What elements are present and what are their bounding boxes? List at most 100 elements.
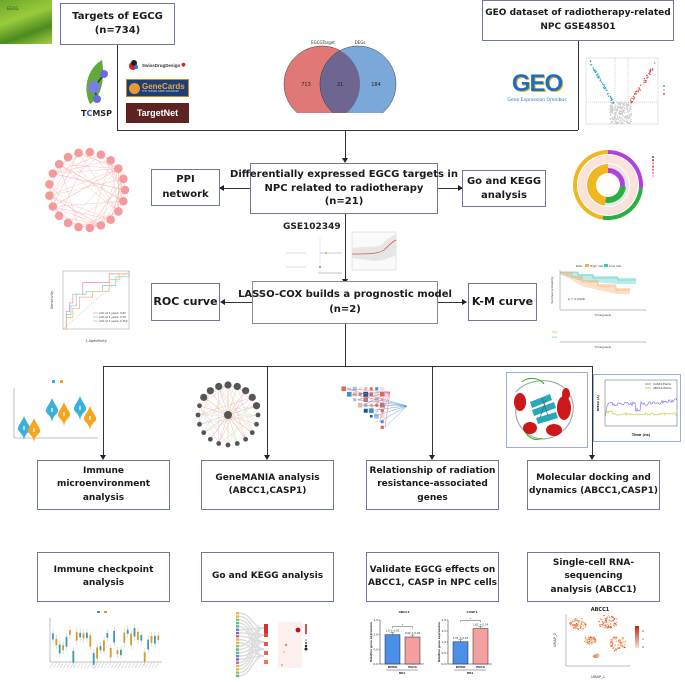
ppi-edge (52, 173, 126, 191)
bar-value-label: 1.0 ± 0.01 (386, 629, 400, 633)
genemania-edge (227, 386, 238, 416)
volcano-point (618, 116, 621, 119)
sankey-target-node (264, 624, 268, 634)
arrow-to-deg (342, 158, 348, 163)
volcano-point (610, 109, 612, 111)
umap-cell (609, 643, 611, 645)
bar-category-label: EGCG (408, 665, 417, 669)
corr-cell (380, 386, 385, 391)
genemania-node (215, 382, 223, 391)
roc-curve-line (63, 271, 130, 330)
volcano-point (616, 119, 618, 121)
corr-cell (380, 420, 384, 424)
umap-cell (595, 653, 597, 656)
sankey-flow (238, 627, 265, 664)
corr-cell (358, 398, 362, 402)
sankey-flow (238, 641, 265, 671)
boxplot-tick-label (53, 662, 57, 669)
volcano-point (619, 104, 621, 107)
sankey-source-node (236, 641, 239, 645)
umap-cell (622, 642, 624, 644)
ppi-edge (49, 168, 119, 196)
umap-cell (612, 637, 614, 639)
violin-box (23, 426, 25, 430)
umap-cell (615, 650, 617, 653)
volcano-point-up (632, 95, 635, 98)
genemania-edge (210, 390, 229, 416)
volcano-point (619, 113, 621, 115)
volcano-point-down (599, 78, 602, 80)
volcano-point (617, 118, 620, 120)
umap-cell (583, 622, 585, 624)
genemania-box: GeneMANIA analysis (ABCC1,CASP1) (201, 460, 334, 510)
umap-cell (614, 622, 616, 624)
umap-cell (578, 620, 580, 623)
corr-cell (369, 398, 373, 402)
umap-xlabel: UMAP_1 (591, 675, 605, 679)
bar-group-label: HK1 (399, 671, 406, 675)
volcano-point-down (596, 73, 598, 76)
volcano-point-up (651, 69, 654, 71)
volcano-point-down (607, 95, 610, 97)
boxplot-legend-key (97, 611, 100, 613)
volcano-point (615, 123, 618, 125)
md-line-abcc1 (604, 410, 678, 418)
umap-cell (610, 619, 612, 622)
sankey-target-node (264, 660, 268, 664)
corr-cell (357, 402, 363, 408)
connector-deg-lasso (345, 214, 346, 282)
volcano-point-up (638, 88, 641, 90)
boxplot-box (133, 628, 136, 637)
umap-cell (592, 636, 594, 638)
violin-box (89, 416, 91, 420)
volcano-point-up (649, 73, 651, 76)
corr-link (357, 391, 391, 400)
umap-cell (596, 656, 598, 658)
volcano-point (625, 108, 627, 110)
ppi-edge (89, 178, 124, 228)
boxplot-box (143, 652, 146, 662)
boxplot-tick-label (77, 662, 81, 669)
volcano-point (628, 108, 631, 111)
boxplot-tick-label (80, 662, 84, 669)
sankey-source-node (236, 664, 239, 668)
ppi-edge (49, 152, 90, 196)
boxplot-tick-label (145, 662, 149, 669)
volcano-point (623, 120, 626, 122)
boxplot-tick-label (100, 662, 105, 669)
boxplot-box (75, 632, 78, 641)
gse102349-label: GSE102349 (283, 222, 341, 232)
venn-left-count: 713 (301, 82, 311, 88)
volcano-point (611, 123, 613, 125)
ppi-node (48, 202, 58, 211)
volcano-plot (585, 57, 665, 125)
volcano-point (612, 106, 614, 108)
immune-checkpoint-box: Immune checkpoint analysis (37, 552, 170, 602)
umap-cell (613, 647, 616, 649)
svg-text:2: 2 (642, 629, 644, 633)
bar-y-tick-label: 0.5 (442, 651, 447, 655)
umap-cell (622, 645, 624, 647)
boxplot-box (62, 645, 64, 651)
umap-cell (585, 637, 588, 639)
bubble-point (284, 643, 288, 647)
volcano-point (621, 123, 623, 125)
violin-box (33, 428, 35, 432)
swissdrugdesign-logo: SwissDrugDesign ● (128, 58, 188, 72)
volcano-point (616, 115, 619, 117)
genemania-edge (227, 384, 246, 440)
volcano-point (623, 110, 625, 112)
correlation-heatmap (341, 386, 408, 429)
umap-cell (613, 645, 615, 647)
corr-cell (358, 392, 362, 396)
umap-cell (593, 641, 596, 644)
ppi-edge (59, 152, 90, 216)
umap-cell (604, 624, 606, 627)
boxplot-box (52, 633, 54, 640)
umap-cell (613, 617, 616, 620)
volcano-point-up (631, 100, 634, 103)
egcg-tea-photo: EGCG (0, 0, 52, 44)
volcano-point (609, 106, 611, 108)
genemania-node (234, 441, 240, 446)
volcano-point-down (598, 76, 600, 78)
